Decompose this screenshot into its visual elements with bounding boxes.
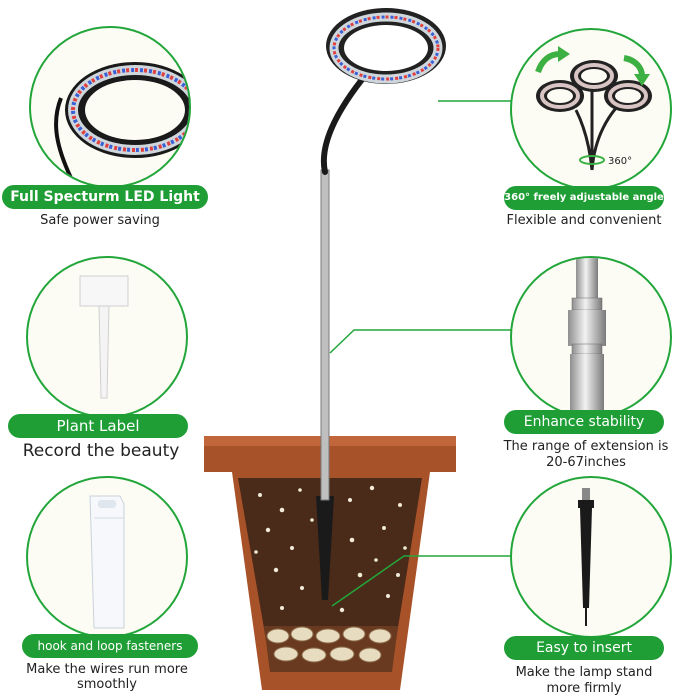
telescopic-pole-icon: [568, 258, 606, 416]
soil-speckles: [254, 485, 407, 613]
angle-feature-circle: 360°: [510, 28, 672, 190]
ground-spike-icon: [578, 488, 594, 626]
insert-feature-circle: [510, 476, 672, 638]
plant-label-icon: [79, 275, 129, 399]
angle-feature-subtitle: Flexible and convenient: [506, 213, 662, 228]
insert-feature-title: Easy to insert: [504, 636, 664, 660]
rotation-label: 360°: [608, 156, 632, 167]
lamp-stake: [316, 496, 334, 600]
angle-feature-title: 360° freely adjustable angle: [504, 186, 664, 210]
lamp-head: [326, 8, 446, 84]
led-feature-title: Full Specturm LED Light: [2, 185, 208, 209]
led-feature-subtitle: Safe power saving: [40, 213, 160, 228]
fasteners-feature-subtitle-2: smoothly: [77, 677, 137, 692]
label-feature-circle: [26, 256, 188, 418]
stability-feature-subtitle-1: The range of extension is: [503, 439, 669, 454]
insert-feature-subtitle-1: Make the lamp stand: [515, 665, 653, 680]
stability-feature-circle: [510, 256, 672, 418]
rotation-arrows-icon: 360°: [535, 46, 652, 171]
velcro-strap-icon: [89, 495, 125, 629]
led-feature-circle: [29, 26, 191, 188]
fasteners-feature-circle: [26, 476, 188, 638]
insert-feature-subtitle-2: more firmly: [546, 681, 622, 696]
led-ring-icon: [54, 62, 189, 179]
label-feature-title: Plant Label: [8, 414, 188, 438]
pebbles: [266, 626, 392, 663]
label-feature-subtitle: Record the beauty: [22, 441, 180, 461]
fasteners-feature-subtitle-1: Make the wires run more: [26, 662, 188, 677]
lamp-gooseneck: [320, 69, 371, 175]
fasteners-feature-title: hook and loop fasteners: [22, 634, 198, 658]
stability-feature-subtitle-2: 20-67inches: [546, 455, 626, 470]
stability-feature-title: Enhance stability: [504, 410, 664, 434]
